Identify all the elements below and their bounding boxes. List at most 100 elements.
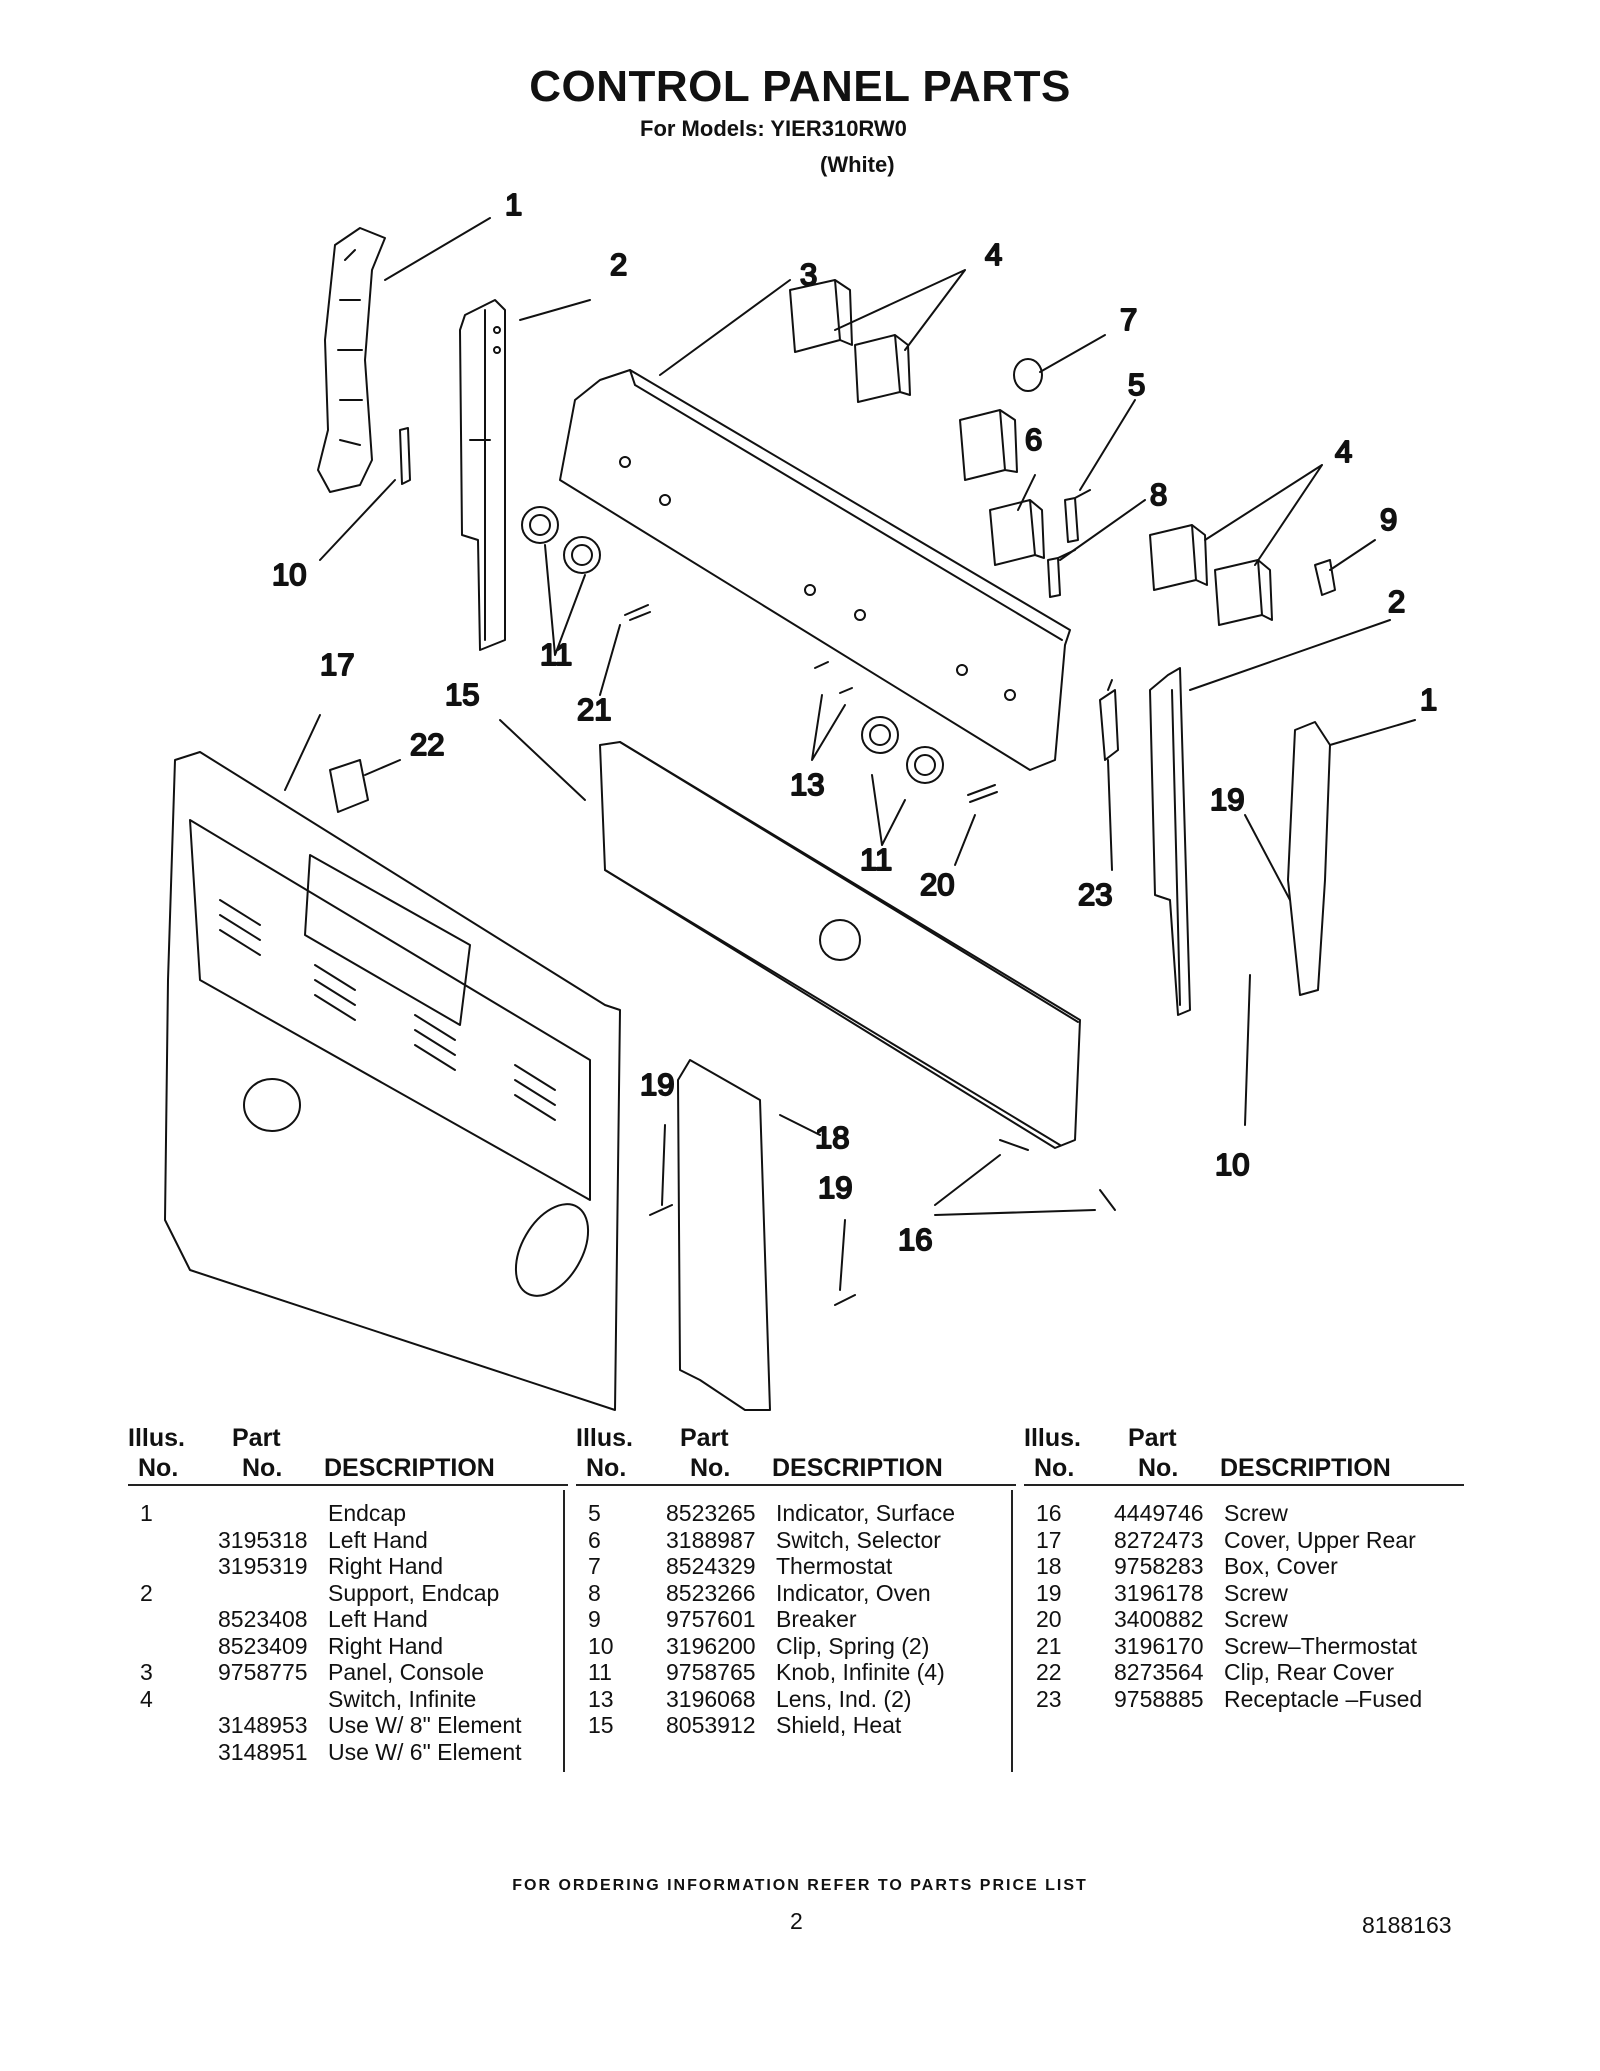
part-number: 3148953 (218, 1712, 308, 1738)
table-row: 10 3196200 Clip, Spring (2) (576, 1633, 1016, 1660)
header-illus-no: No. (138, 1454, 179, 1482)
table-header: Illus. No. Part No. DESCRIPTION (128, 1420, 568, 1486)
spring-clip-left (399, 427, 411, 485)
part-number: 8524329 (666, 1553, 756, 1579)
part-number: 8523266 (666, 1579, 756, 1606)
part-description: Thermostat (776, 1553, 893, 1579)
part-number: 8523408 (218, 1606, 308, 1632)
part-number: 9757601 (666, 1606, 756, 1632)
part-description: Use W/ 8" Element (328, 1712, 522, 1738)
illus-number: 16 (1036, 1500, 1062, 1526)
table-row: 16 4449746 Screw (1024, 1500, 1464, 1527)
color-line: (White) (820, 152, 895, 177)
part-description: Panel, Console (328, 1659, 484, 1685)
part-number: 3195318 (218, 1526, 308, 1553)
part-number: 8272473 (1114, 1526, 1204, 1553)
table-row: 7 8524329 Thermostat (576, 1553, 1016, 1580)
table-row: 8523409 Right Hand (128, 1633, 568, 1660)
part-description: Clip, Rear Cover (1224, 1659, 1394, 1685)
part-description: Support, Endcap (328, 1579, 500, 1606)
callout-17: 17 (320, 647, 354, 682)
screw-20 (967, 784, 998, 803)
table-header: Illus. No. Part No. DESCRIPTION (1024, 1420, 1464, 1486)
callout-6: 6 (1025, 422, 1042, 457)
header-part: Part (1128, 1424, 1177, 1452)
table-header: Illus. No. Part No. DESCRIPTION (576, 1420, 1016, 1486)
infinite-switches-right (1149, 524, 1273, 626)
table-row: 1 Endcap (128, 1500, 568, 1527)
illus-number: 20 (1036, 1606, 1062, 1632)
part-description: Breaker (776, 1606, 857, 1632)
callout-19-left: 19 (640, 1067, 674, 1102)
part-number: 3400882 (1114, 1606, 1204, 1632)
screws-16 (999, 1139, 1116, 1211)
part-description: Use W/ 6" Element (328, 1738, 522, 1765)
callout-numbers: 1 2 3 4 7 5 6 8 4 9 2 1 10 11 21 17 15 2… (271, 186, 1438, 1258)
part-description: Right Hand (328, 1632, 444, 1659)
part-description: Screw (1224, 1500, 1288, 1526)
part-description: Shield, Heat (776, 1712, 902, 1738)
header-illus: Illus. (128, 1424, 185, 1452)
part-description: Clip, Spring (2) (776, 1632, 930, 1659)
callout-20: 20 (920, 867, 954, 902)
part-description: Indicator, Oven (776, 1579, 931, 1606)
column-divider (563, 1490, 565, 1772)
part-number: 3196068 (666, 1685, 756, 1712)
part-description: Screw–Thermostat (1224, 1632, 1418, 1659)
selector-switches (959, 409, 1045, 566)
illus-number: 18 (1036, 1553, 1062, 1579)
part-description: Left Hand (328, 1606, 428, 1632)
endcap-support-right (1149, 667, 1191, 1016)
header-illus-no: No. (1034, 1454, 1075, 1482)
header-description: DESCRIPTION (1220, 1454, 1391, 1482)
callout-2-right: 2 (1388, 584, 1405, 619)
model-line: For Models: YIER310RW0 (640, 116, 907, 141)
illus-number: 19 (1036, 1579, 1062, 1606)
ordering-note: FOR ORDERING INFORMATION REFER TO PARTS … (512, 1877, 1088, 1894)
illus-number: 10 (588, 1632, 614, 1659)
page-title: CONTROL PANEL PARTS (529, 62, 1071, 111)
endcap-left (317, 227, 386, 493)
parts-column-1: Illus. No. Part No. DESCRIPTION 1 Endcap 3… (128, 1420, 568, 1765)
part-number: 8523409 (218, 1632, 308, 1659)
exploded-parts-diagram: 1 2 3 4 7 5 6 8 4 9 2 1 10 11 21 17 15 2… (164, 186, 1438, 1411)
header-description: DESCRIPTION (324, 1454, 495, 1482)
callout-3: 3 (800, 257, 817, 292)
part-number: 4449746 (1114, 1500, 1204, 1526)
part-description: Endcap (328, 1500, 407, 1526)
illus-number: 13 (588, 1685, 614, 1712)
callout-11-upper: 11 (540, 637, 572, 672)
callout-1-left: 1 (505, 187, 522, 222)
part-number: 8053912 (666, 1712, 756, 1738)
illus-number: 21 (1036, 1632, 1062, 1659)
callout-9: 9 (1380, 502, 1397, 537)
endcap-support-left (459, 299, 506, 651)
part-description: Screw (1224, 1579, 1288, 1606)
part-description: Cover, Upper Rear (1224, 1526, 1416, 1553)
infinite-switches-upper (789, 279, 911, 403)
part-number: 3196200 (666, 1632, 756, 1659)
illus-number: 7 (588, 1553, 601, 1579)
header-illus: Illus. (1024, 1424, 1081, 1452)
illus-number: 2 (140, 1579, 153, 1606)
illus-number: 1 (140, 1500, 153, 1526)
indicator-surface (1064, 489, 1091, 543)
part-description: Right Hand (328, 1553, 444, 1579)
heat-shield (599, 741, 1081, 1149)
endcap-right (1287, 721, 1331, 996)
callout-16: 16 (898, 1222, 932, 1257)
callout-1-right: 1 (1420, 682, 1437, 717)
page-number: 2 (790, 1908, 803, 1934)
document-number: 8188163 (1362, 1912, 1452, 1938)
table-row: 3148953 Use W/ 8" Element (128, 1712, 568, 1739)
callout-5: 5 (1128, 367, 1145, 402)
callout-19-right: 19 (1210, 782, 1244, 817)
rear-cover-clip (329, 759, 369, 813)
